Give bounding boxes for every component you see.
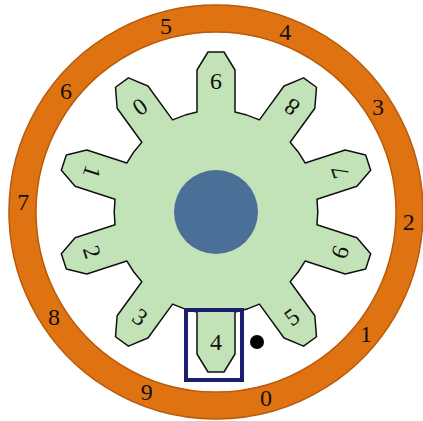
pointer-dot bbox=[250, 335, 264, 349]
dial-number: 7 bbox=[17, 190, 29, 214]
gear-tooth-number: 9 bbox=[210, 70, 222, 94]
dial-number: 9 bbox=[141, 380, 153, 404]
dial-number: 2 bbox=[403, 210, 415, 234]
selection-frame bbox=[186, 310, 242, 380]
dial-number: 0 bbox=[260, 386, 272, 410]
gear-tooth-number: 4 bbox=[210, 330, 222, 354]
dial-number: 4 bbox=[279, 20, 291, 44]
dial-number: 1 bbox=[360, 322, 372, 346]
dial-ring bbox=[9, 5, 423, 419]
gear-hub bbox=[174, 170, 258, 254]
dial-number: 6 bbox=[60, 79, 72, 103]
gear-wheel bbox=[61, 52, 370, 372]
dial-number: 8 bbox=[48, 305, 60, 329]
dial-number: 3 bbox=[372, 95, 384, 119]
dial-number: 5 bbox=[160, 14, 172, 38]
